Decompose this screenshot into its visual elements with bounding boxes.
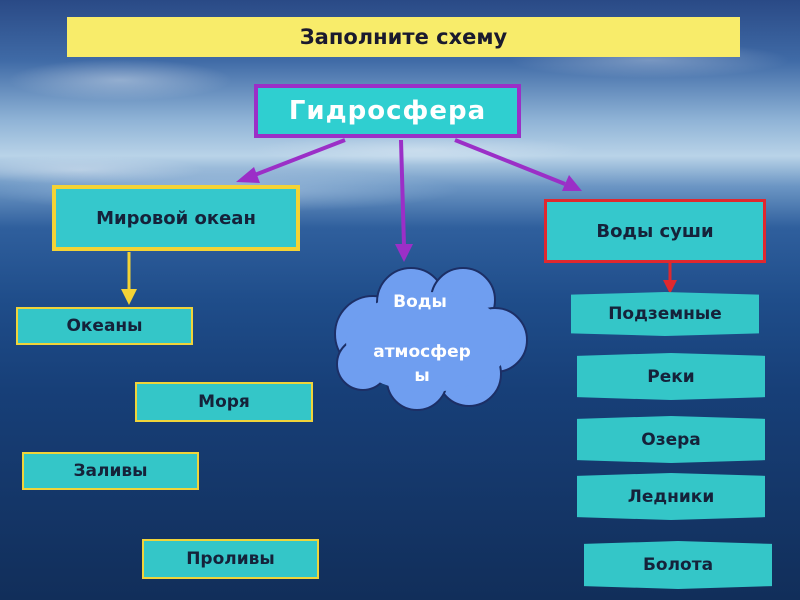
- arrow-root-to-ocean: [236, 138, 346, 183]
- root-node-hydrosphere: Гидросфера: [254, 84, 521, 138]
- ocean-item-straits: Проливы: [142, 539, 319, 579]
- arrow-land-to-underground: [663, 263, 677, 294]
- arrow-root-to-atmosphere: [395, 139, 413, 262]
- arrow-ocean-to-oceans: [121, 252, 137, 305]
- atmosphere-label-line3: ы: [414, 366, 430, 386]
- atmosphere-label-line1: Воды: [393, 292, 447, 312]
- land-item-lakes: Озера: [577, 416, 765, 463]
- atmosphere-label-line2: атмосфер: [373, 342, 471, 362]
- ocean-item-seas: Моря: [135, 382, 313, 422]
- arrow-root-to-land: [454, 138, 582, 191]
- page-title: Заполните схему: [67, 17, 740, 57]
- category-world-ocean: Мировой океан: [52, 185, 300, 251]
- land-item-swamps: Болота: [584, 541, 772, 589]
- category-atmosphere-cloud: [334, 267, 528, 411]
- land-item-glaciers: Ледники: [577, 473, 765, 520]
- land-item-rivers: Реки: [577, 353, 765, 400]
- ocean-item-oceans: Океаны: [16, 307, 193, 345]
- land-item-underground: Подземные: [571, 292, 759, 336]
- category-land-waters: Воды суши: [544, 199, 766, 263]
- ocean-item-bays: Заливы: [22, 452, 199, 490]
